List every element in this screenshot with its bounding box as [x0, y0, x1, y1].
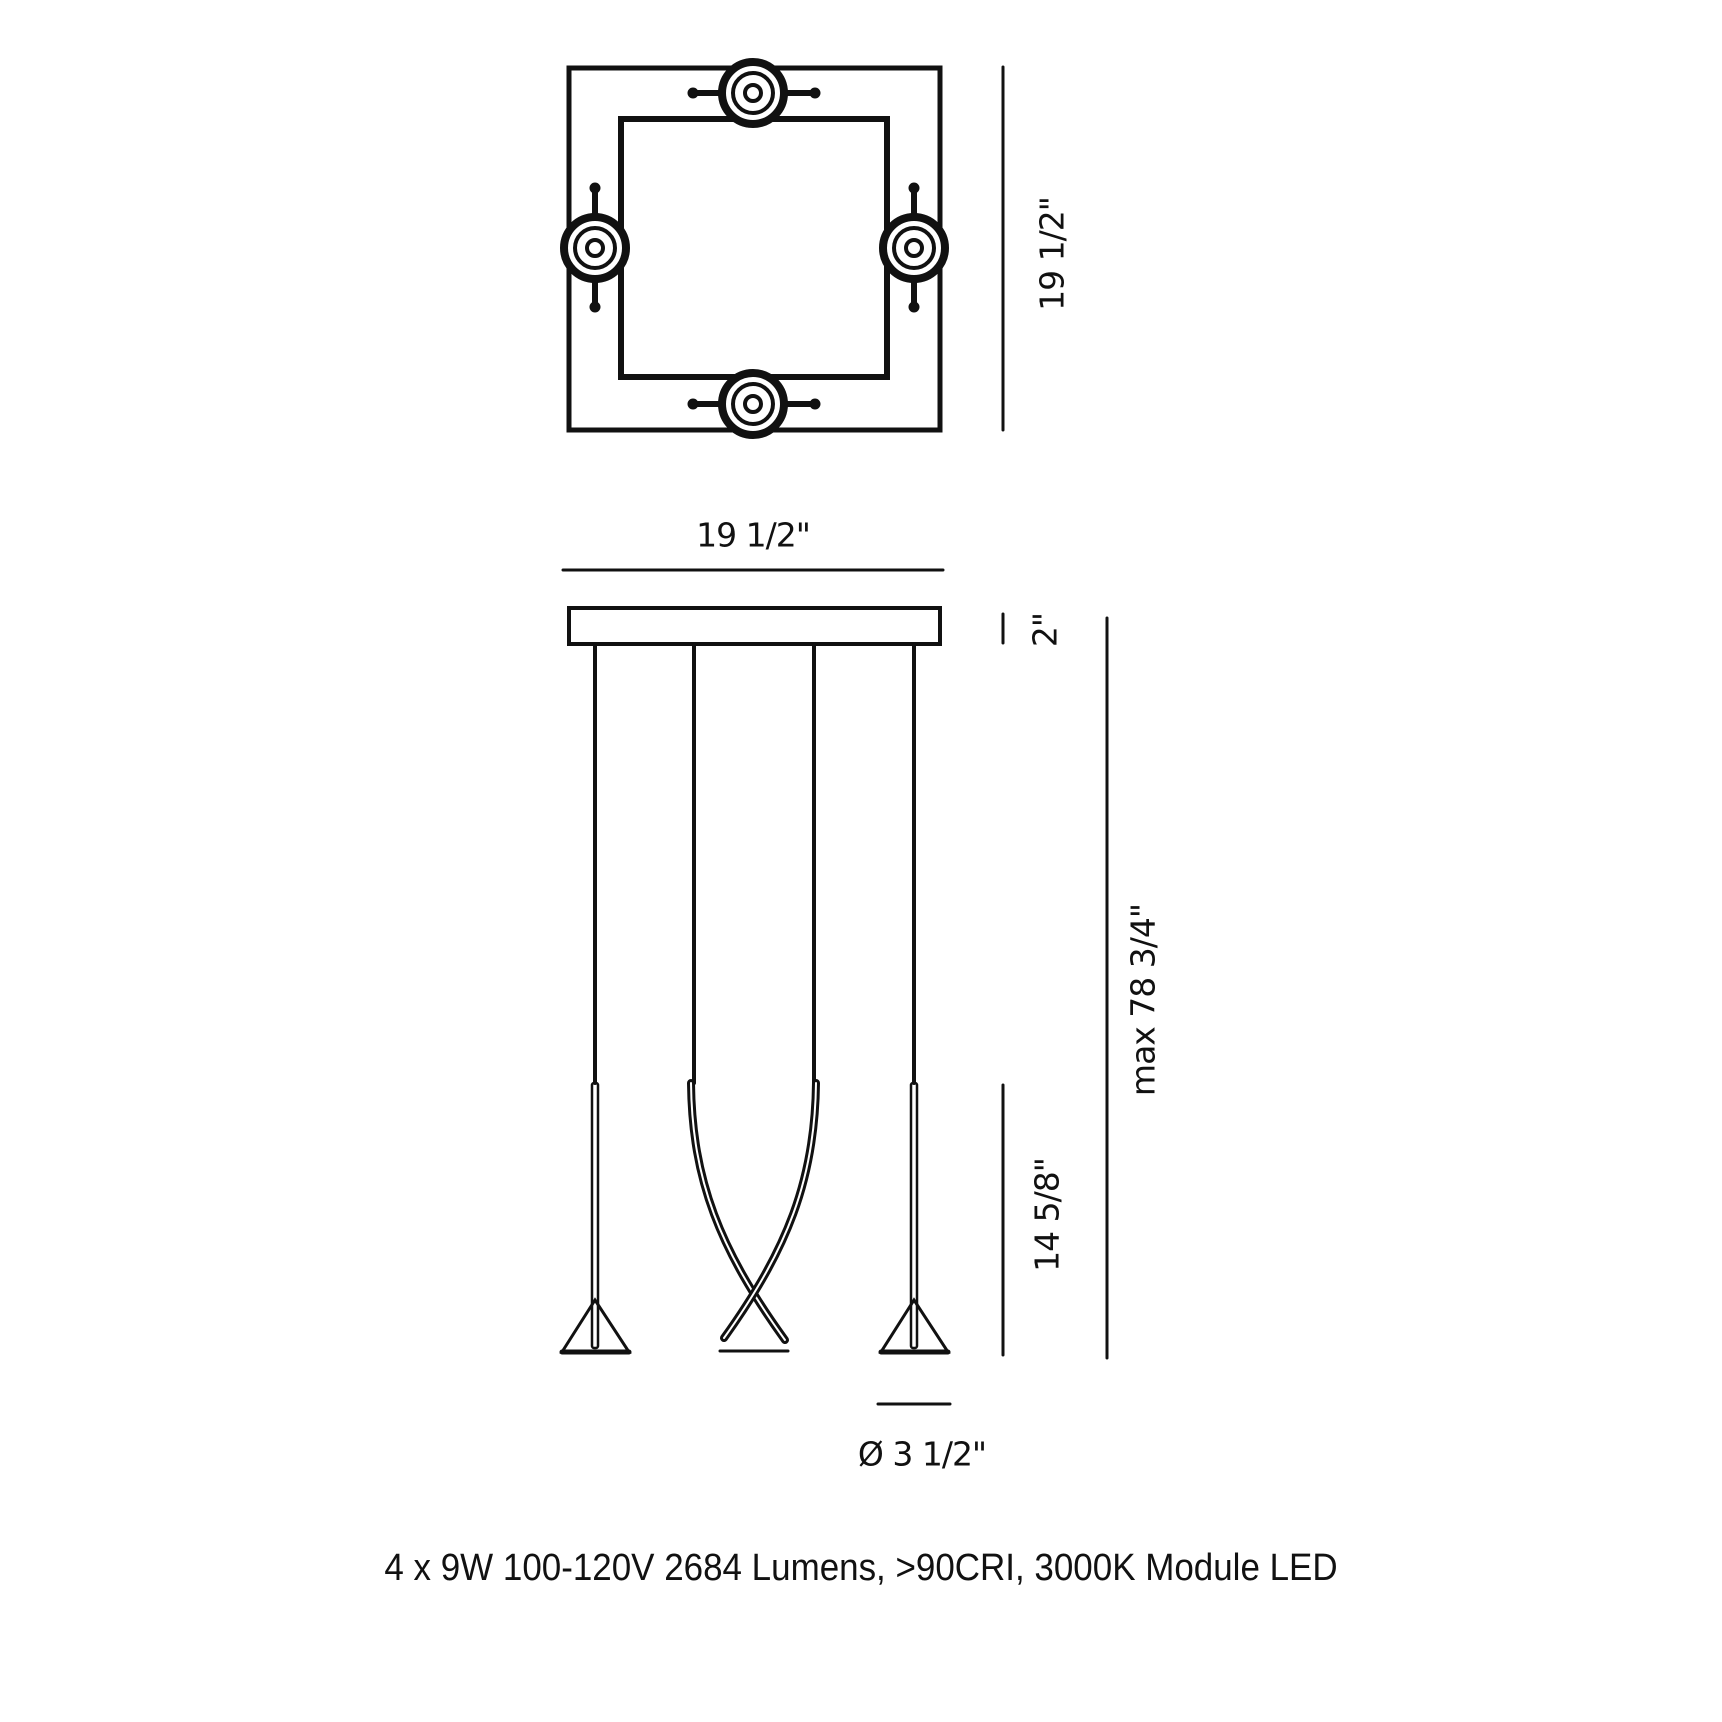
light-module-bottom-icon: [687, 369, 821, 439]
width-label: 19 1/2": [696, 515, 811, 555]
light-module-right-icon: [879, 182, 949, 313]
spec-caption: 4 x 9W 100-120V 2684 Lumens, >90CRI, 300…: [384, 1547, 1338, 1589]
pendant-left: [559, 1081, 632, 1355]
diameter-label: Ø 3 1/2": [857, 1434, 987, 1474]
top-view: [560, 58, 1005, 439]
pendant-right: [878, 1081, 951, 1355]
canopy: [567, 606, 942, 646]
light-module-top-icon: [687, 58, 821, 128]
canopy-height-label: 2": [1025, 612, 1065, 648]
top-view-height-label: 19 1/2": [1032, 197, 1072, 311]
pendant-crossed-pair: [687, 1079, 820, 1353]
max-height-label: max 78 3/4": [1123, 903, 1163, 1097]
shade-length-label: 14 5/8": [1027, 1158, 1067, 1272]
top-view-inner-frame: [618, 116, 890, 380]
light-module-left-icon: [560, 182, 630, 313]
side-view: [559, 568, 1109, 1406]
